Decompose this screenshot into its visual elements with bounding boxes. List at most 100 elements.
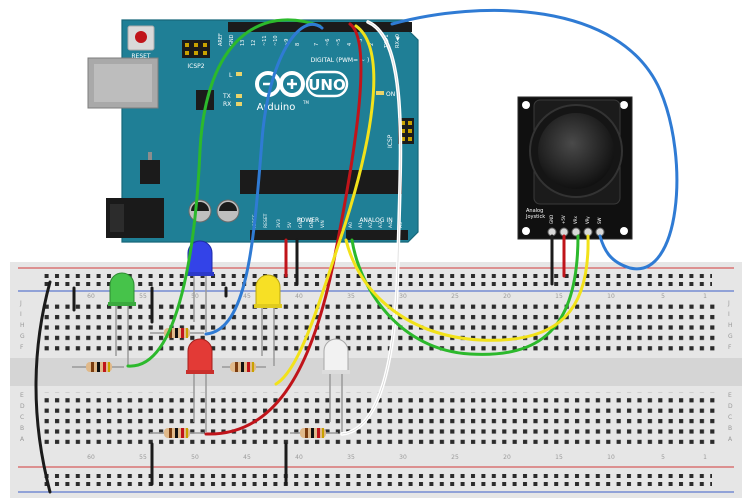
joystick-pin-label: VRx [573, 215, 578, 224]
column-number: 50 [191, 293, 199, 300]
row-letter: J [727, 300, 730, 307]
led-l [236, 72, 242, 76]
analog-pin-label: A5 [398, 222, 404, 228]
joystick-pin-label: SW [597, 217, 602, 224]
column-number: 25 [451, 293, 459, 300]
row-letter: F [728, 344, 732, 351]
column-number: 60 [87, 454, 95, 461]
column-number: 35 [347, 454, 355, 461]
on-label: ON [386, 91, 395, 98]
row-letter: I [20, 311, 22, 318]
digital-pin-label: 8 [295, 43, 301, 46]
column-number: 20 [503, 293, 511, 300]
regulator-tab [148, 152, 152, 160]
icsp-label: ICSP [387, 134, 394, 148]
icsp2-header [182, 40, 210, 58]
digital-pin-label: 2 [369, 43, 375, 46]
row-letter: G [20, 333, 25, 340]
column-number: 30 [399, 293, 407, 300]
column-number: 40 [295, 293, 303, 300]
row-letter: D [728, 403, 733, 410]
row-letter: J [19, 300, 22, 307]
analog-pin-label: A3 [378, 222, 384, 228]
analog-pin-label: A1 [358, 222, 364, 228]
reset-label: RESET [131, 53, 151, 60]
row-letter: B [20, 425, 24, 432]
column-number: 55 [139, 454, 147, 461]
leds [108, 240, 350, 432]
column-number: 10 [607, 454, 615, 461]
column-number: 15 [555, 293, 563, 300]
uno-badge [305, 70, 349, 98]
black-rail-jumper-wire [34, 280, 52, 494]
red-led [186, 338, 214, 432]
arduino-pcb [121, 19, 419, 243]
row-letter: D [20, 403, 25, 410]
analog-header [346, 230, 408, 240]
blue-signal-wire [204, 22, 324, 336]
analog-pin-label: A4 [388, 222, 394, 228]
joystick-pin-label: VRy [585, 216, 590, 224]
power-pin-label: RESET [263, 213, 269, 228]
led-on [376, 91, 384, 95]
digital-pin-label: ~6 [325, 39, 331, 46]
column-number: 35 [347, 293, 355, 300]
row-letter: C [728, 414, 732, 421]
power-pin-label: GND [309, 217, 315, 228]
power-label: POWER [297, 217, 319, 224]
mount-hole [522, 101, 530, 109]
column-number: 50 [191, 454, 199, 461]
column-number: 30 [399, 454, 407, 461]
mount-hole [620, 101, 628, 109]
top-power-rail-holes [42, 272, 712, 288]
resistor [290, 428, 338, 438]
white-signal-wire-outline [341, 21, 401, 435]
dc-power-jack-inner [110, 204, 124, 232]
digital-pin-label: ~3 [358, 39, 364, 46]
led-l-label: L [229, 72, 233, 79]
mount-hole [620, 227, 628, 235]
bottom-power-rail-holes [42, 470, 712, 486]
led-tx [236, 94, 242, 98]
row-letter: E [20, 392, 24, 399]
atmega-microcontroller [240, 170, 402, 194]
row-letter: I [728, 311, 730, 318]
yellow-led [254, 274, 282, 366]
power-pin-label: VIN [320, 220, 326, 228]
joystick-knob[interactable] [538, 113, 614, 189]
capacitor-stripe [219, 202, 237, 211]
resistor [150, 428, 204, 438]
power-header [250, 230, 342, 240]
column-number: 15 [555, 454, 563, 461]
analog-pin-label: A0 [348, 222, 354, 228]
top-terminal-block [40, 300, 716, 352]
led-rx [236, 102, 242, 106]
resistor [72, 362, 124, 372]
blue-led [186, 240, 214, 332]
reset-button-cap[interactable] [135, 31, 147, 43]
joystick-pin-label: GND [549, 215, 554, 224]
joystick-pin-header [547, 227, 605, 237]
analog-in-label: ANALOG IN [359, 217, 392, 224]
joystick-title: Joystick [525, 214, 545, 220]
row-letter: G [728, 333, 733, 340]
white-led [322, 338, 350, 432]
green-led [108, 272, 136, 366]
row-letter: A [20, 436, 25, 443]
digital-pin-label: ~10 [273, 35, 279, 46]
row-letter: H [728, 322, 733, 329]
row-letter: H [20, 322, 25, 329]
analog-joystick-module: Analog Joystick GND +5V VRx VRy SW [517, 96, 633, 240]
column-number: 45 [243, 293, 251, 300]
gnd-label: GND [229, 34, 235, 46]
column-number: 25 [451, 454, 459, 461]
joystick-vry-wire [344, 234, 590, 342]
digital-pin-label: 7 [314, 43, 320, 46]
green-signal-wire [126, 18, 322, 368]
digital-pin-label: 4 [347, 43, 353, 46]
column-number: 55 [139, 293, 147, 300]
row-letter: F [20, 344, 24, 351]
digital-pin-label: 13 [240, 40, 246, 46]
power-pin-label: 5V [287, 221, 293, 228]
power-pin-label: GND [298, 217, 304, 228]
